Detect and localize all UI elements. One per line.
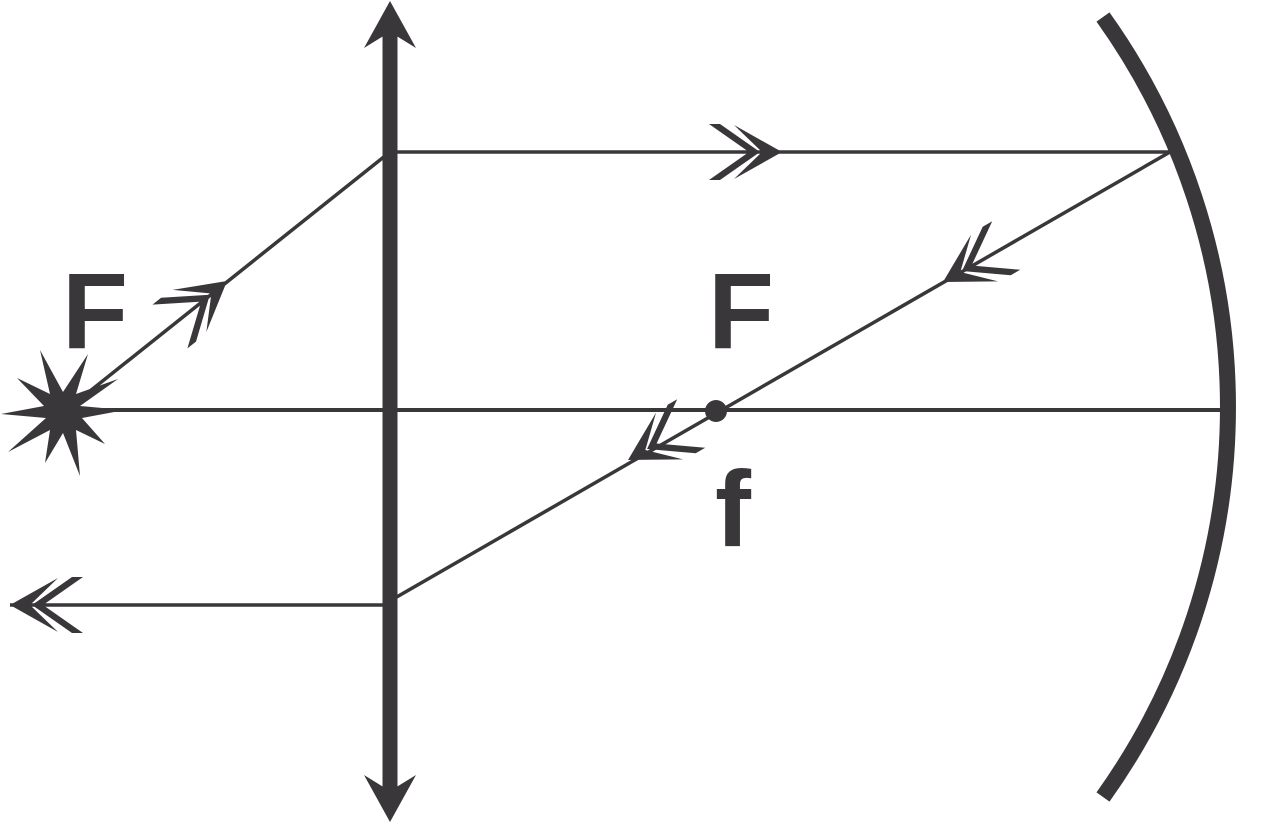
focal-length-label: f [715,448,752,569]
ray-arrowhead-source-ray-icon [152,281,227,349]
source-focal-label: F [62,250,128,371]
concave-mirror-arc [1096,12,1236,802]
ray-mirror-through-focus [387,150,1171,604]
ray-source-to-lens [68,150,392,409]
lens-arrow-up-icon [364,1,416,48]
light-source-starburst-icon [1,350,125,476]
lens-arrow-down-icon [364,775,416,822]
focal-point-label: F [708,250,774,371]
ray-arrowhead-reflected-upper-icon [943,221,1021,282]
ray-arrowhead-exit-left-icon [10,577,83,633]
focal-point-dot [705,400,727,422]
ray-arrowhead-parallel-ray-icon [709,124,782,180]
ray-arrowhead-reflected-lower-icon [628,399,706,460]
